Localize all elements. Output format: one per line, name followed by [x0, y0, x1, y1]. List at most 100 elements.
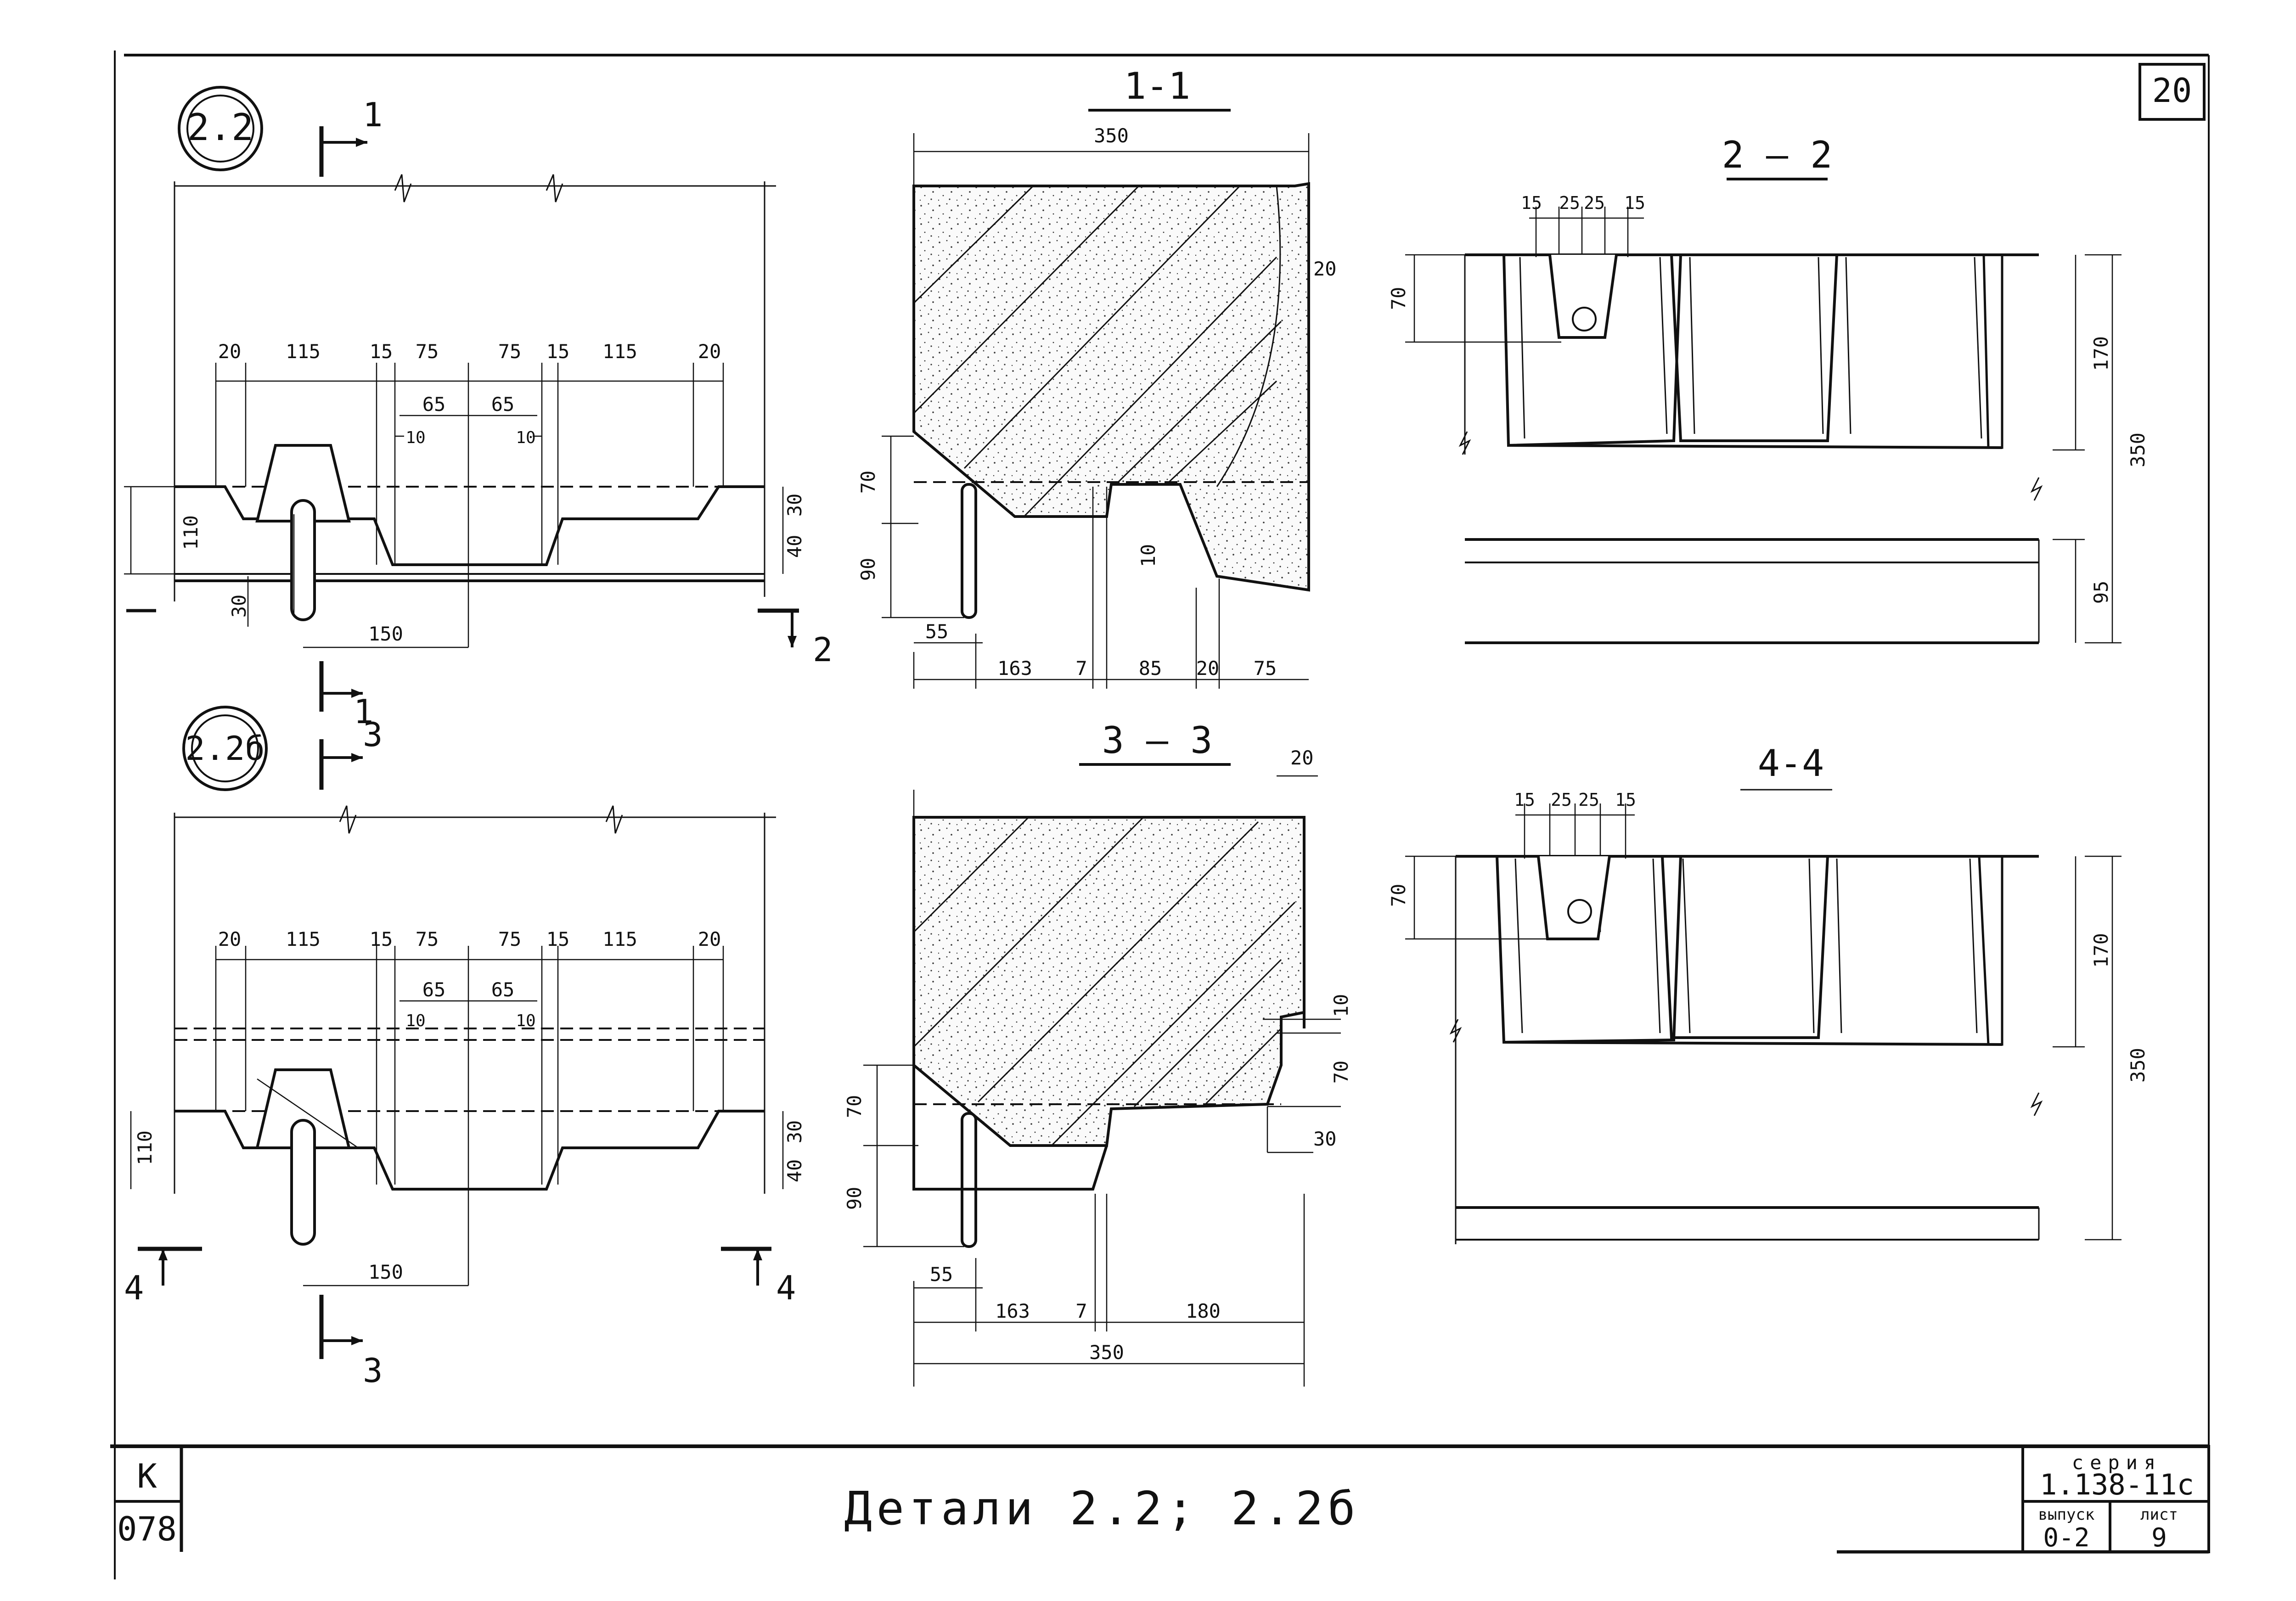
section-title: 3 – 3: [1102, 719, 1213, 762]
dim-left-70: 70: [843, 1095, 866, 1118]
title-block: серия 1.138-11с выпуск 0-2 лист 9: [2021, 1445, 2210, 1553]
dim-right-350: 350: [2127, 433, 2149, 467]
dim-85: 85: [1139, 657, 1162, 680]
dim-right-10: 10: [1330, 994, 1352, 1017]
dim-25-right: 25: [1584, 193, 1605, 213]
dim-inner-10: 10: [1137, 544, 1159, 567]
series-label: серия: [2072, 1451, 2162, 1474]
dim-15-left: 15: [1514, 790, 1535, 810]
section-mark-4-left: 4: [124, 1269, 144, 1307]
dim-20: 20: [1196, 657, 1220, 680]
dim-30-bottom: 30: [228, 595, 250, 618]
dim-15-right: 15: [546, 928, 570, 950]
dim-7: 7: [1075, 657, 1087, 680]
section-mark-1-bottom: 1: [354, 692, 373, 731]
dim-25-right: 25: [1578, 790, 1599, 810]
detail-2-2: 2.2 1 20 115 15 75 75 15 115 20 65 65: [124, 86, 833, 731]
dim-right-170: 170: [2090, 933, 2112, 968]
sheet-number: 20: [2152, 71, 2192, 110]
dim-115-left: 115: [286, 340, 321, 363]
section-2-2: 2 – 2 15 25 25 15: [1387, 134, 2149, 644]
detail-id: 2.2: [187, 106, 254, 149]
left-stamp: К 078: [115, 1457, 181, 1548]
dim-65-left: 65: [422, 978, 446, 1001]
dim-7: 7: [1075, 1300, 1087, 1322]
dim-65-right: 65: [491, 978, 515, 1001]
dim-20-left: 20: [218, 928, 242, 950]
dim-left-70: 70: [857, 471, 879, 494]
dim-right-350: 350: [2127, 1048, 2149, 1083]
dim-15-right: 15: [1624, 193, 1645, 213]
dim-right-95: 95: [2090, 581, 2112, 604]
dim-115-right: 115: [602, 928, 637, 950]
dim-15-right: 15: [546, 340, 570, 363]
dim-55: 55: [925, 620, 949, 643]
sheet-title: Детали 2.2; 2.2б: [844, 1482, 1360, 1535]
dim-15-left: 15: [370, 340, 393, 363]
dim-163: 163: [995, 1300, 1030, 1322]
stamp-letter: К: [137, 1457, 157, 1495]
dim-55: 55: [930, 1263, 953, 1286]
section-title: 2 – 2: [1722, 134, 1833, 176]
dim-25-left: 25: [1551, 790, 1572, 810]
section-title: 4-4: [1758, 742, 1824, 785]
dim-150: 150: [368, 623, 403, 645]
dim-115-right: 115: [602, 340, 637, 363]
dim-15-right: 15: [1615, 790, 1636, 810]
list-label: лист: [2140, 1506, 2178, 1524]
detail-2-2b: 2.2б 3 20 115 15 75 75 15 115 20 65 65 1…: [124, 706, 806, 1390]
dim-15-left: 15: [370, 928, 393, 950]
dim-10-left: 10: [405, 1011, 425, 1030]
dim-top: 350: [1094, 124, 1129, 147]
section-mark-2: 2: [813, 630, 833, 669]
dim-40-right: 40: [783, 535, 806, 558]
section-mark-1-top: 1: [363, 95, 383, 134]
section-mark-3-top: 3: [363, 715, 383, 754]
dim-65-left: 65: [422, 393, 446, 416]
dim-75-left: 75: [416, 340, 439, 363]
dim-right-70: 70: [1330, 1061, 1352, 1084]
dim-top-20: 20: [1290, 747, 1314, 769]
dim-20-right: 20: [698, 928, 721, 950]
dim-75: 75: [1254, 657, 1277, 680]
dim-left-90: 90: [857, 558, 879, 581]
dim-left-70: 70: [1387, 884, 1410, 907]
stamp-number: 078: [117, 1510, 177, 1548]
issue-label: выпуск: [2038, 1506, 2095, 1524]
dim-75-right: 75: [498, 928, 522, 950]
dim-total-350: 350: [1089, 1341, 1124, 1364]
dim-30-right: 30: [783, 494, 806, 517]
dim-left-90: 90: [843, 1187, 866, 1210]
dim-right-170: 170: [2090, 336, 2112, 371]
dim-163: 163: [997, 657, 1032, 680]
dim-150: 150: [368, 1261, 403, 1283]
dim-110-left: 110: [134, 1130, 156, 1165]
dim-40-right: 40: [783, 1159, 806, 1183]
dim-20-right: 20: [698, 340, 721, 363]
dim-10-left: 10: [405, 428, 425, 447]
series-value: 1.138-11с: [2040, 1468, 2194, 1501]
dim-15-left: 15: [1521, 193, 1542, 213]
dim-75-right: 75: [498, 340, 522, 363]
dim-10-right: 10: [516, 428, 535, 447]
detail-id: 2.2б: [185, 729, 264, 768]
dim-65-right: 65: [491, 393, 515, 416]
dim-180: 180: [1186, 1300, 1221, 1322]
section-1-1: 1-1 350 20 70 90 10 55: [857, 65, 1337, 689]
dim-30-right: 30: [783, 1120, 806, 1144]
section-mark-4-right: 4: [776, 1269, 796, 1307]
section-3-3: 3 – 3 20 10 70 30 70 90: [843, 719, 1352, 1387]
dim-75-left: 75: [416, 928, 439, 950]
dim-110-left: 110: [180, 515, 202, 550]
dim-115-left: 115: [286, 928, 321, 950]
dim-25-left: 25: [1559, 193, 1580, 213]
sheet-number-box: 20: [2138, 63, 2206, 121]
dim-10-right: 10: [516, 1011, 535, 1030]
section-4-4: 4-4 15 25 25 15 70: [1387, 742, 2149, 1244]
section-title: 1-1: [1124, 65, 1191, 107]
list-value: 9: [2151, 1523, 2167, 1553]
dim-left-70: 70: [1387, 287, 1410, 310]
issue-value: 0-2: [2043, 1523, 2089, 1553]
dim-20-left: 20: [218, 340, 242, 363]
